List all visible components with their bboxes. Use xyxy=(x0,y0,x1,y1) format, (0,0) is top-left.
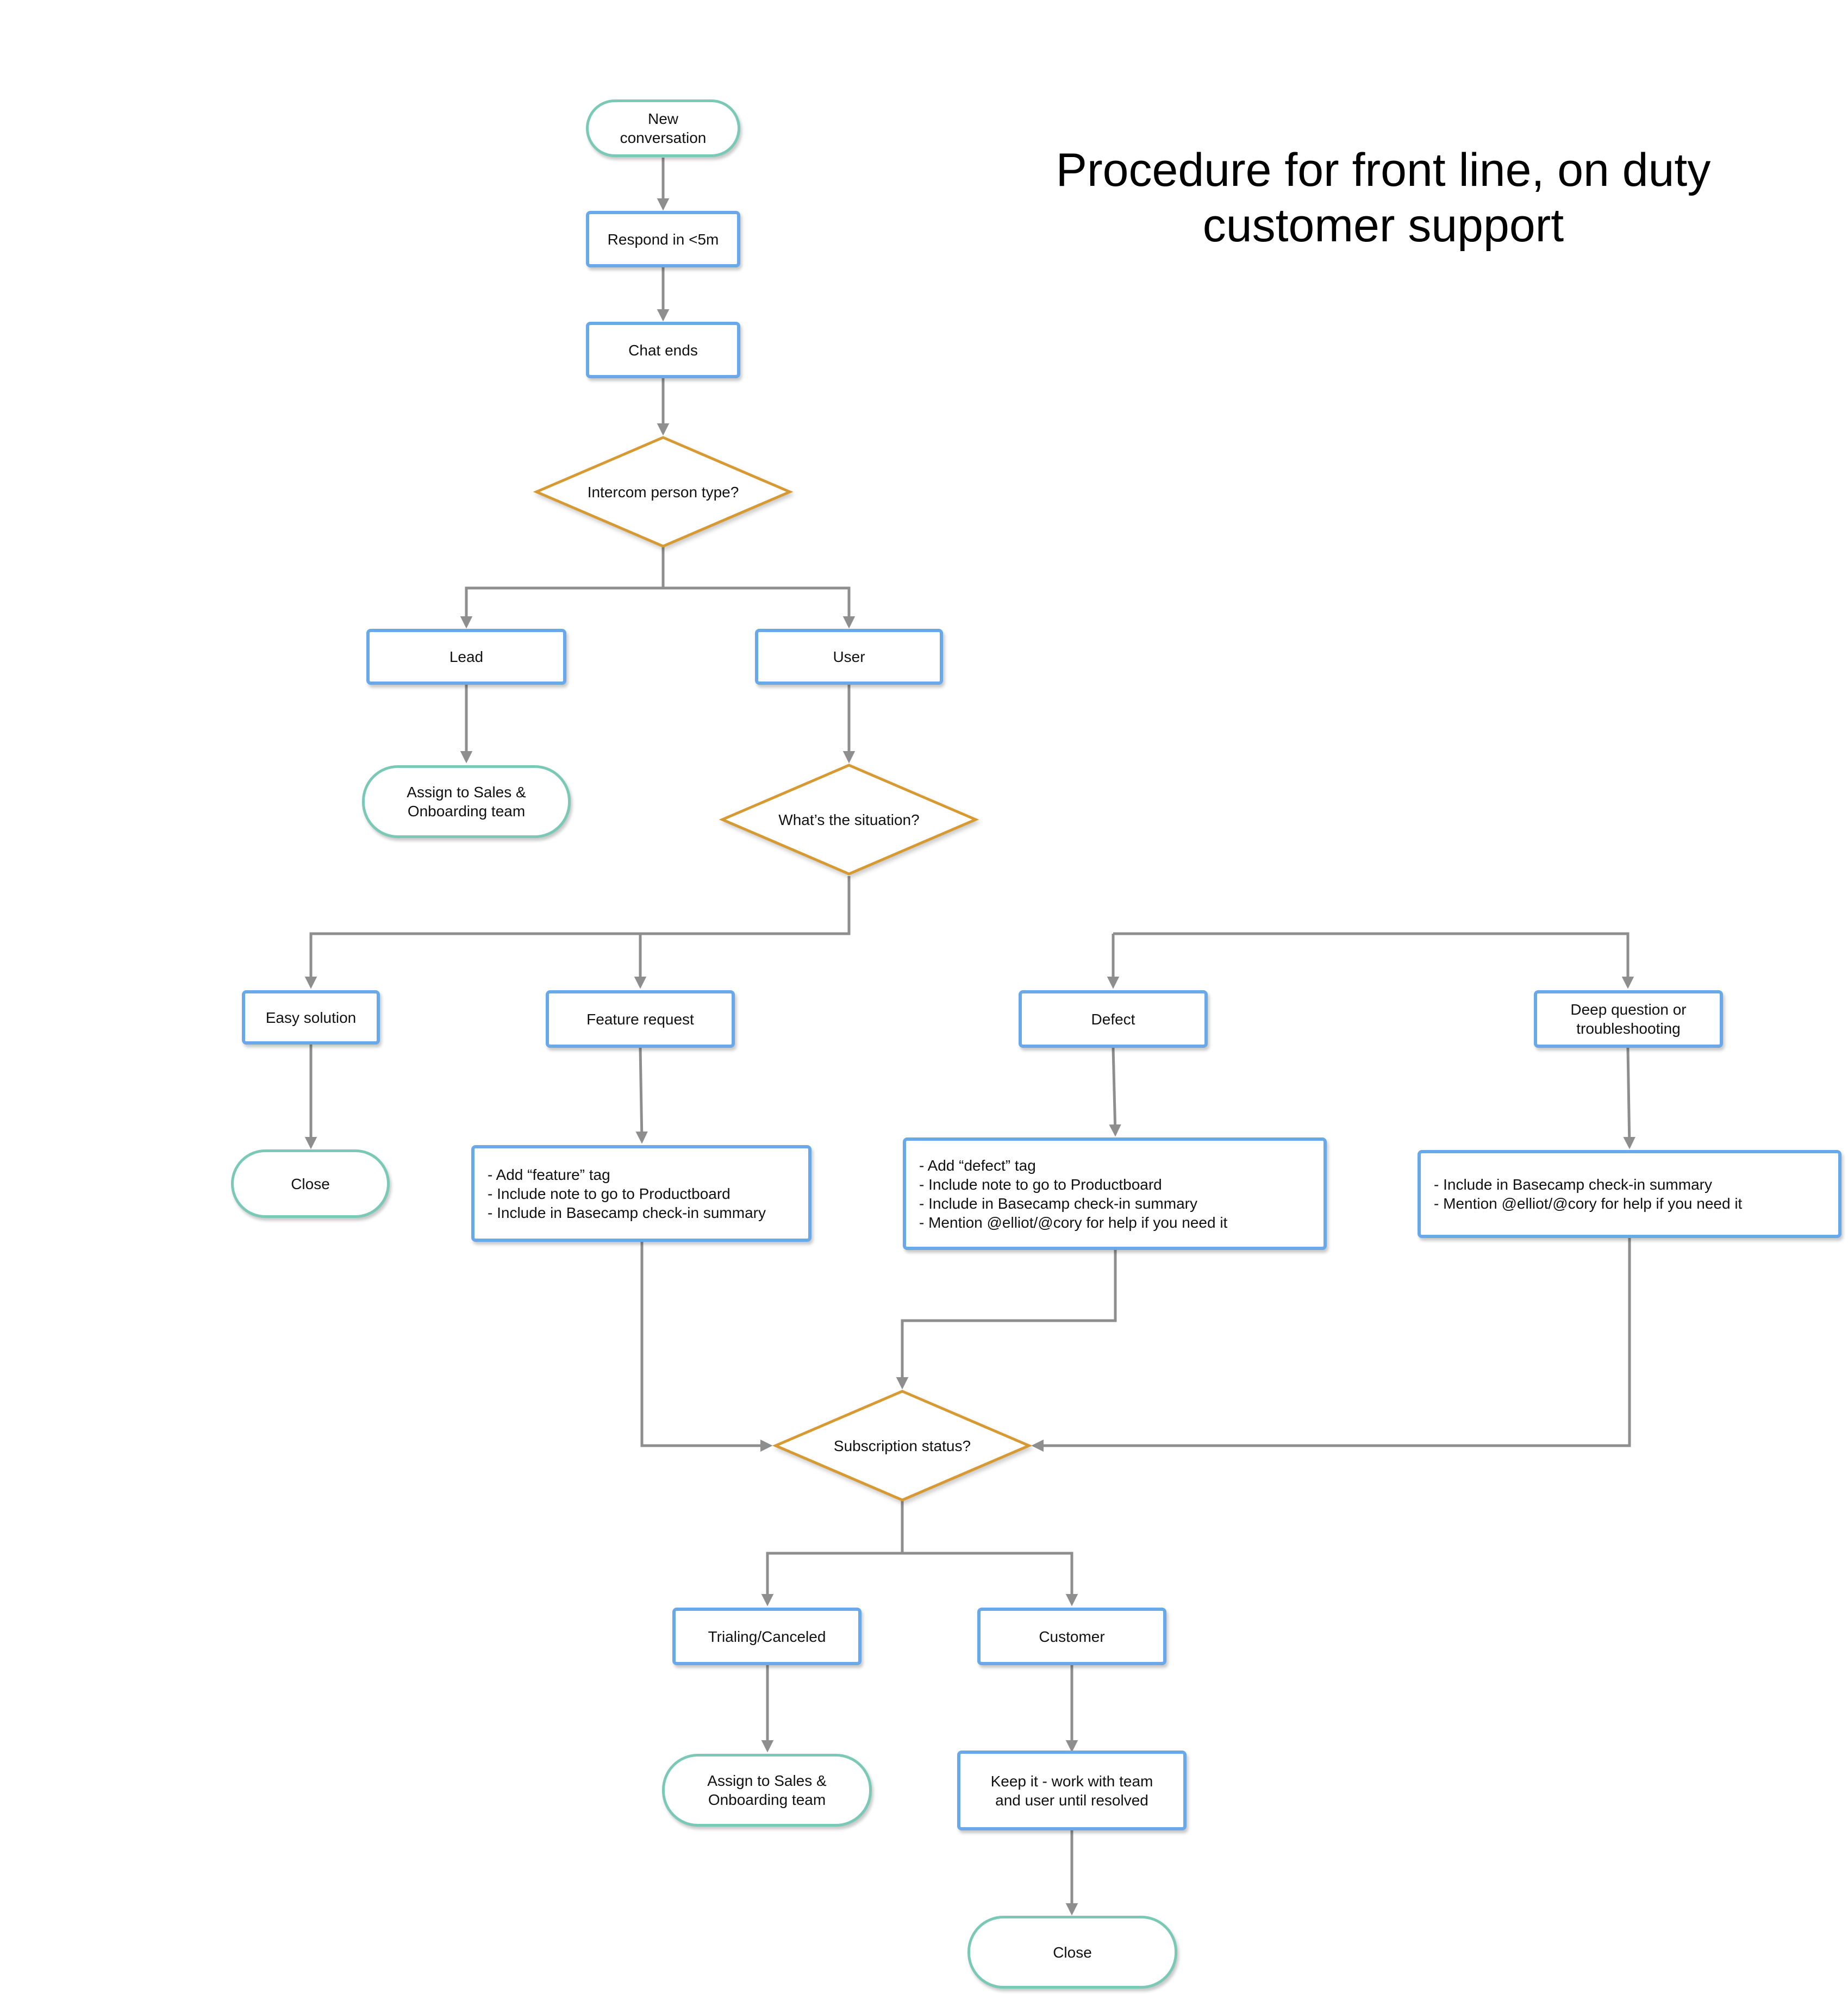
decision-subscription-label: Subscription status? xyxy=(833,1437,971,1454)
connector-subscription-to-customer xyxy=(902,1552,1078,1607)
process-chat-ends: Chat ends xyxy=(586,322,740,378)
connector-deep-to-note xyxy=(1623,1047,1635,1149)
start-node-new-conversation: New conversation xyxy=(586,99,740,157)
note-defect-line: - Include note to go to Productboard xyxy=(919,1176,1162,1193)
note-deep-line: - Mention @elliot/@cory for help if you … xyxy=(1434,1195,1743,1212)
process-easy-solution: Easy solution xyxy=(242,990,380,1045)
note-feature-request: - Add “feature” tag - Include note to go… xyxy=(471,1145,811,1242)
note-feature-line: - Add “feature” tag xyxy=(488,1166,610,1183)
process-lead: Lead xyxy=(366,629,566,685)
terminal-close-easy: Close xyxy=(231,1149,390,1218)
decision-diamond-person-type xyxy=(533,436,794,548)
connector-featurenote-to-subscription xyxy=(640,1242,773,1452)
connector-defectnote-to-subscription xyxy=(896,1250,1117,1390)
connector-situation-to-deep xyxy=(1113,932,1634,989)
note-defect-line: - Add “defect” tag xyxy=(919,1157,1036,1174)
note-defect: - Add “defect” tag - Include note to go … xyxy=(903,1137,1327,1250)
connector-subscription-to-trialing xyxy=(761,1501,904,1607)
terminal-assign-sales-trial: Assign to Sales & Onboarding team xyxy=(662,1754,872,1827)
note-feature-line: - Include in Basecamp check-in summary xyxy=(488,1204,766,1221)
process-defect: Defect xyxy=(1019,990,1208,1048)
note-deep-question: - Include in Basecamp check-in summary -… xyxy=(1418,1150,1841,1238)
connector-feature-to-note xyxy=(635,1047,648,1144)
decision-diamond-subscription xyxy=(772,1390,1033,1502)
connector-situation-to-easy xyxy=(304,876,851,989)
connector-persontype-to-user xyxy=(663,586,856,629)
process-user: User xyxy=(755,629,943,685)
connector-persontype-to-lead xyxy=(460,546,665,629)
process-deep-question: Deep question or troubleshooting xyxy=(1534,990,1723,1048)
note-feature-line: - Include note to go to Productboard xyxy=(488,1185,731,1202)
terminal-assign-sales-lead: Assign to Sales & Onboarding team xyxy=(362,765,571,838)
process-trialing-canceled: Trialing/Canceled xyxy=(672,1608,861,1665)
process-feature-request: Feature request xyxy=(546,990,735,1048)
process-respond: Respond in <5m xyxy=(586,211,740,267)
decision-diamond-situation xyxy=(719,764,979,876)
connector-defect-to-note xyxy=(1109,1047,1121,1137)
process-customer: Customer xyxy=(977,1608,1166,1665)
note-defect-line: - Include in Basecamp check-in summary xyxy=(919,1195,1197,1212)
terminal-close-final: Close xyxy=(967,1916,1177,1989)
process-keep-it: Keep it - work with team and user until … xyxy=(957,1751,1187,1830)
note-deep-line: - Include in Basecamp check-in summary xyxy=(1434,1176,1712,1193)
decision-situation-label: What’s the situation? xyxy=(778,811,920,828)
page-title: Procedure for front line, on duty custom… xyxy=(1056,144,1711,252)
decision-person-type-label: Intercom person type? xyxy=(587,483,739,501)
note-defect-line: - Mention @elliot/@cory for help if you … xyxy=(919,1214,1228,1231)
connector-deepnote-to-subscription xyxy=(1031,1238,1631,1452)
